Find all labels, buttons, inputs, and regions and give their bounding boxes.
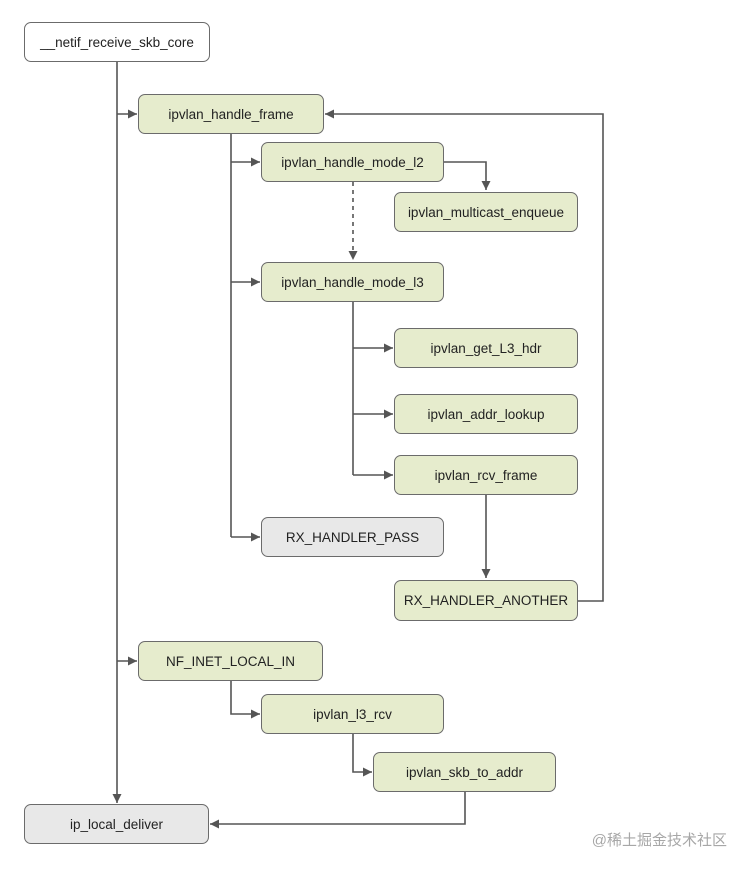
watermark-text: @稀土掘金技术社区 bbox=[591, 832, 727, 849]
node-rx-handler-pass: RX_HANDLER_PASS bbox=[261, 517, 444, 557]
node-ipvlan-handle-mode-l2: ipvlan_handle_mode_l2 bbox=[261, 142, 444, 182]
node-netif-receive-skb-core: __netif_receive_skb_core bbox=[24, 22, 210, 62]
node-nf-inet-local-in: NF_INET_LOCAL_IN bbox=[138, 641, 323, 681]
node-ipvlan-l3-rcv: ipvlan_l3_rcv bbox=[261, 694, 444, 734]
node-ipvlan-addr-lookup: ipvlan_addr_lookup bbox=[394, 394, 578, 434]
edge-skb-to-addr-to-ip-local-deliver bbox=[210, 792, 466, 829]
node-ipvlan-skb-to-addr: ipvlan_skb_to_addr bbox=[373, 752, 556, 792]
edge-nf-inet-to-l3-rcv bbox=[230, 681, 260, 719]
edge-mode-l2-to-multicast bbox=[443, 161, 491, 190]
node-ipvlan-get-l3-hdr: ipvlan_get_L3_hdr bbox=[394, 328, 578, 368]
node-ipvlan-rcv-frame: ipvlan_rcv_frame bbox=[394, 455, 578, 495]
edge-l3-rcv-to-skb-to-addr bbox=[352, 734, 372, 777]
node-ip-local-deliver: ip_local_deliver bbox=[24, 804, 209, 844]
edge-rx-another-loop-to-handle-frame bbox=[325, 109, 604, 602]
node-ipvlan-handle-mode-l3: ipvlan_handle_mode_l3 bbox=[261, 262, 444, 302]
node-ipvlan-handle-frame: ipvlan_handle_frame bbox=[138, 94, 324, 134]
node-ipvlan-multicast-enqueue: ipvlan_multicast_enqueue bbox=[394, 192, 578, 232]
node-rx-handler-another: RX_HANDLER_ANOTHER bbox=[394, 580, 578, 621]
